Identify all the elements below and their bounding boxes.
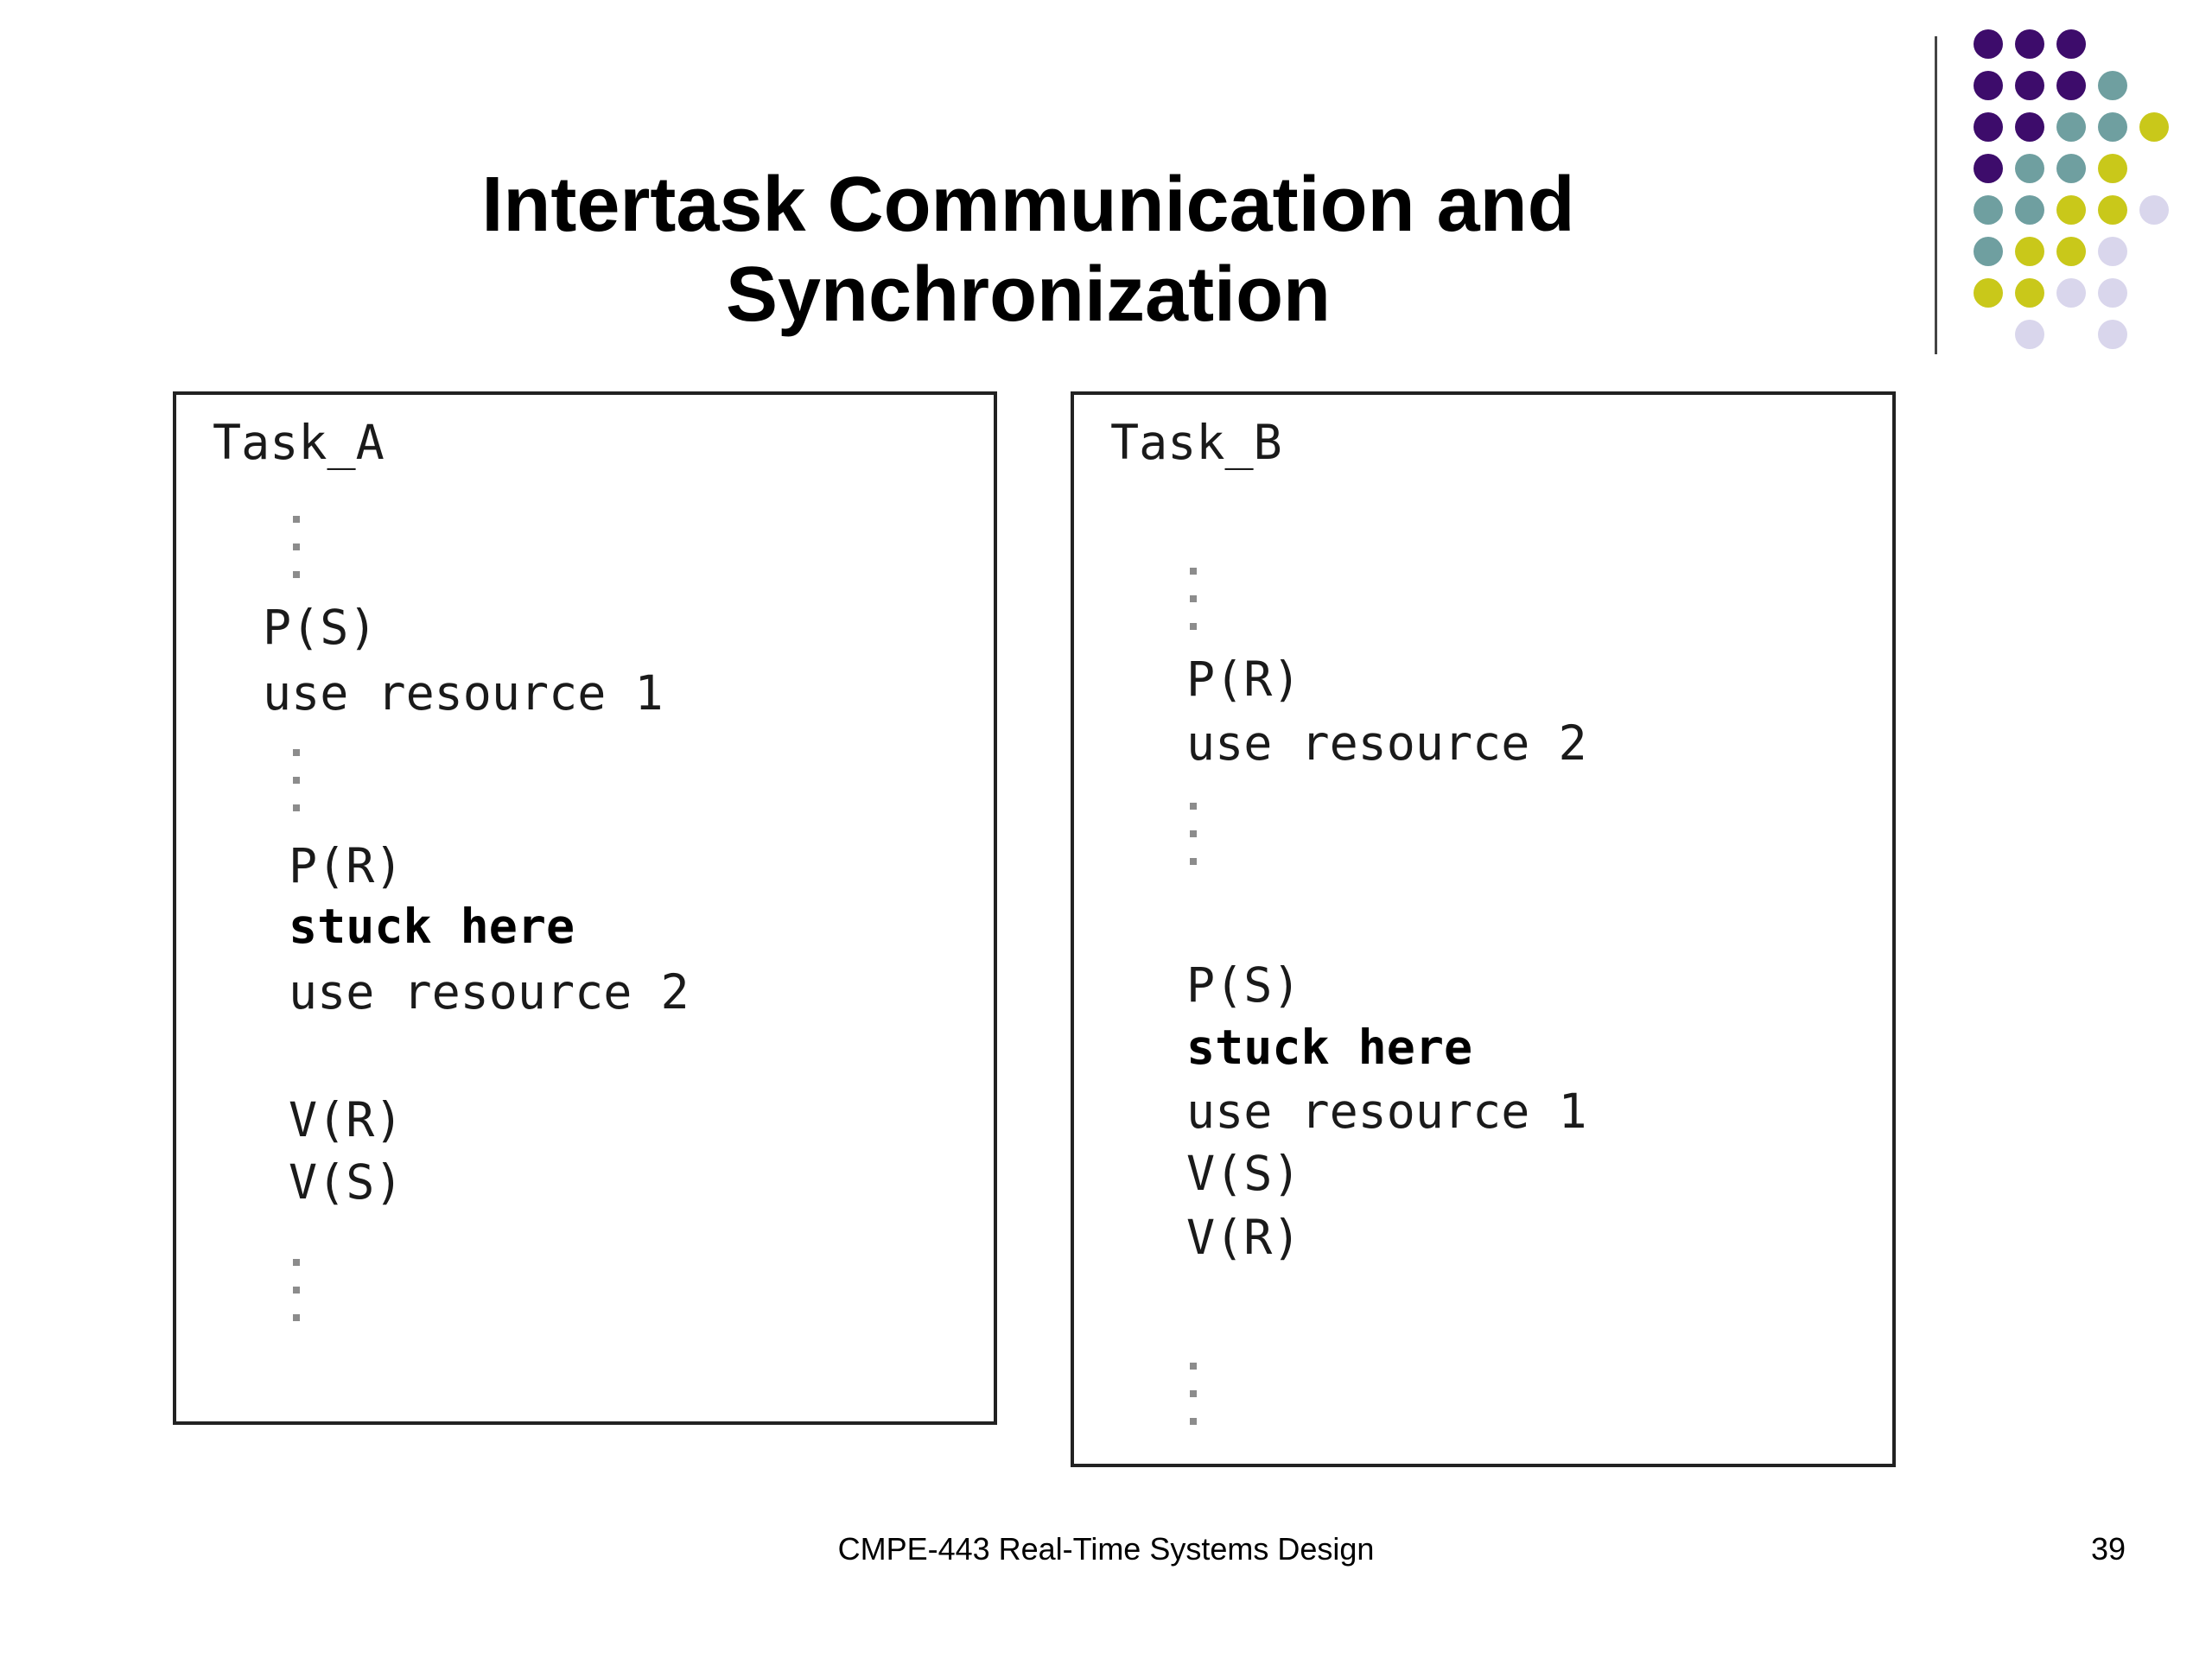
- task-a-title: Task_A: [213, 415, 385, 470]
- decorative-dot: [2056, 112, 2086, 142]
- decorative-dot: [2015, 237, 2044, 266]
- decorative-dot-grid: [1974, 29, 2190, 358]
- task-a-line-use-resource-1: use resource 1: [263, 665, 664, 721]
- decorative-dot: [2098, 320, 2127, 349]
- decorative-dot: [2056, 29, 2086, 59]
- page-number: 39: [2090, 1531, 2126, 1567]
- task-b-line-use-resource-1: use resource 1: [1186, 1084, 1587, 1139]
- decorative-dot: [2015, 29, 2044, 59]
- decorative-dot: [2098, 71, 2127, 100]
- task-b-line-v-r: V(R): [1186, 1210, 1301, 1265]
- task-b-box: Task_B P(R) use resource 2 P(S) stuck he…: [1071, 391, 1896, 1467]
- vertical-divider: [1935, 36, 1937, 354]
- task-a-line-p-r: P(R): [289, 838, 404, 893]
- decorative-dot: [2139, 112, 2169, 142]
- decorative-dot: [2015, 112, 2044, 142]
- decorative-dot: [2098, 237, 2127, 266]
- decorative-dot: [2056, 154, 2086, 183]
- decorative-dot: [2098, 278, 2127, 308]
- decorative-dot: [2015, 278, 2044, 308]
- task-a-line-stuck-here: stuck here: [289, 899, 575, 954]
- footer-course-name: CMPE-443 Real-Time Systems Design: [837, 1531, 1375, 1567]
- task-b-line-p-s: P(S): [1186, 957, 1301, 1013]
- decorative-dot: [2015, 320, 2044, 349]
- task-b-title: Task_B: [1110, 415, 1282, 470]
- decorative-dot: [1974, 29, 2003, 59]
- decorative-dot: [2056, 195, 2086, 225]
- slide-title-line-1: Intertask Communication and: [481, 162, 1575, 248]
- decorative-dot: [1974, 237, 2003, 266]
- task-b-line-p-r: P(R): [1186, 652, 1301, 707]
- decorative-dot: [1974, 278, 2003, 308]
- slide-title-line-2: Synchronization: [725, 251, 1332, 338]
- decorative-dot: [1974, 154, 2003, 183]
- decorative-dot: [2139, 195, 2169, 225]
- decorative-dot: [1974, 71, 2003, 100]
- decorative-dot: [2098, 112, 2127, 142]
- task-a-line-v-r: V(R): [289, 1092, 404, 1147]
- decorative-dot: [2015, 71, 2044, 100]
- decorative-dot: [1974, 112, 2003, 142]
- decorative-dot: [2015, 195, 2044, 225]
- task-b-line-v-s: V(S): [1186, 1146, 1301, 1201]
- decorative-dot: [2056, 237, 2086, 266]
- slide-title: Intertask Communication and Synchronizat…: [311, 160, 1745, 340]
- task-b-line-use-resource-2: use resource 2: [1186, 715, 1587, 771]
- decorative-dot: [2056, 278, 2086, 308]
- decorative-dot: [2098, 154, 2127, 183]
- decorative-dot: [2056, 71, 2086, 100]
- task-b-line-stuck-here: stuck here: [1186, 1020, 1473, 1075]
- task-a-line-use-resource-2: use resource 2: [289, 964, 690, 1020]
- decorative-dot: [2098, 195, 2127, 225]
- decorative-dot: [2015, 154, 2044, 183]
- task-a-line-v-s: V(S): [289, 1154, 404, 1210]
- decorative-dot: [1974, 195, 2003, 225]
- task-a-box: Task_A P(S) use resource 1 P(R) stuck he…: [173, 391, 997, 1425]
- task-a-line-p-s: P(S): [263, 600, 378, 655]
